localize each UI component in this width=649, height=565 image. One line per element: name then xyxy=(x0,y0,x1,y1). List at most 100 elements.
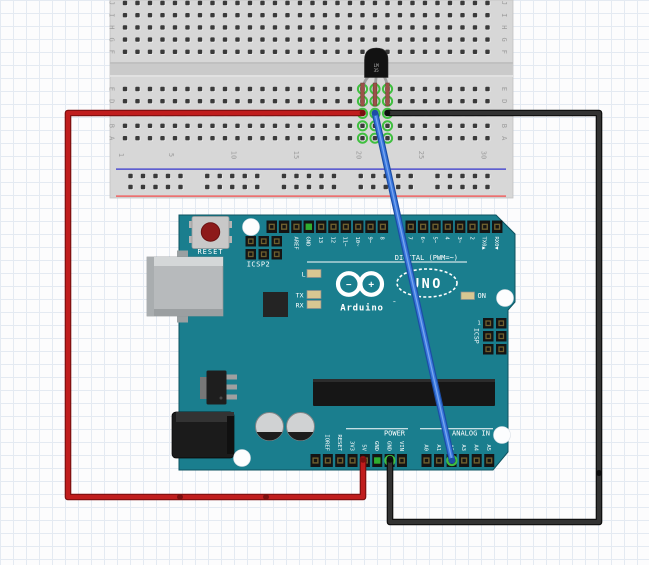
icsp-header[interactable] xyxy=(483,318,507,355)
icsp-pin[interactable] xyxy=(496,344,507,355)
bb-label: 15 xyxy=(292,151,300,159)
pin-label: IOREF xyxy=(324,434,330,451)
wire-signal-blue[interactable] xyxy=(371,109,456,464)
icsp-pin[interactable] xyxy=(483,331,494,342)
bb-label: 20 xyxy=(355,151,363,159)
icsp2-pin[interactable] xyxy=(271,249,283,260)
pin-label: 7 xyxy=(407,237,413,240)
analog-A1[interactable]: A1 xyxy=(434,444,445,467)
pin-label: A4 xyxy=(473,444,479,451)
digital-2[interactable]: 2 xyxy=(467,220,478,240)
icsp2-pin[interactable] xyxy=(258,236,270,247)
reset-button[interactable] xyxy=(189,216,232,249)
analog-A4[interactable]: A4 xyxy=(471,444,482,467)
component-chip xyxy=(263,292,288,317)
capacitor xyxy=(286,412,315,441)
digital-12[interactable]: 12 xyxy=(328,220,339,244)
bb-label: J xyxy=(500,1,508,5)
digital-pin1[interactable] xyxy=(278,220,290,234)
breadboard-holes[interactable] xyxy=(122,0,491,190)
logo-plus: + xyxy=(368,280,374,291)
digital-6[interactable]: 6~ xyxy=(417,220,429,244)
bb-label: I xyxy=(108,13,116,17)
mounting-hole xyxy=(242,218,260,236)
icsp2-pin[interactable] xyxy=(258,249,270,260)
lm35-body xyxy=(364,47,389,78)
digital-10[interactable]: 10~ xyxy=(352,220,364,248)
microcontroller-chip xyxy=(313,379,495,406)
pin-label: 5~ xyxy=(431,237,437,244)
bb-label: E xyxy=(108,87,116,91)
digital-11[interactable]: 11~ xyxy=(340,220,352,248)
arduino-uno[interactable]: RESET ICSP2 1 ICSP DIGITAL (PWM=~) POWER… xyxy=(146,214,516,471)
power-RESET[interactable]: RESET xyxy=(335,434,346,467)
bb-label: 5 xyxy=(167,153,175,157)
breadboard-channel xyxy=(110,62,513,77)
bb-label: B xyxy=(108,124,116,128)
pin-label: 5V xyxy=(361,444,367,451)
lm35-sensor[interactable]: LM 35 xyxy=(360,47,390,107)
digital-5[interactable]: 5~ xyxy=(430,220,441,244)
wire-end[interactable] xyxy=(387,457,393,463)
power-3V3[interactable]: 3V3 xyxy=(347,441,358,467)
digital-3[interactable]: 3~ xyxy=(454,220,466,244)
wire-end[interactable] xyxy=(359,110,366,116)
digital-8[interactable]: 8 xyxy=(377,220,389,240)
digital-RX0[interactable]: RX0▼ xyxy=(491,220,503,251)
bb-label: G xyxy=(108,37,116,41)
power-pin0[interactable] xyxy=(310,454,321,467)
icsp2-pin[interactable] xyxy=(245,249,257,260)
bb-label: D xyxy=(108,99,116,103)
digital-7[interactable]: 7 xyxy=(405,220,417,240)
digital-pin0[interactable] xyxy=(266,220,278,234)
rail-line-blue xyxy=(116,168,506,170)
pin-label: 11~ xyxy=(342,237,348,248)
wire-joint[interactable] xyxy=(177,494,183,500)
wire-end[interactable] xyxy=(360,457,366,463)
digital-4[interactable]: 4 xyxy=(442,220,454,241)
logo-minus: − xyxy=(346,280,352,290)
digital-GND[interactable]: GND xyxy=(303,220,315,247)
power-GND[interactable]: GND xyxy=(372,441,383,467)
icsp-pin[interactable] xyxy=(496,318,507,329)
icsp-pin[interactable] xyxy=(483,344,494,355)
icsp2-pin[interactable] xyxy=(245,236,257,247)
pin-label: A1 xyxy=(435,444,441,451)
wire-5v-red[interactable] xyxy=(64,109,367,501)
reset-label: RESET xyxy=(197,248,223,256)
analog-A5[interactable]: A5 xyxy=(484,444,495,467)
icsp-pin[interactable] xyxy=(483,318,494,329)
analog-A0[interactable]: A0 xyxy=(421,444,432,467)
icsp-label: ICSP xyxy=(473,328,481,344)
digital-13[interactable]: 13 xyxy=(315,220,327,244)
digital-TX0[interactable]: TX0▲ xyxy=(479,220,491,251)
rail-line-red xyxy=(116,195,506,197)
icsp2-pin[interactable] xyxy=(271,236,283,247)
power-VIN[interactable]: VIN xyxy=(396,441,407,467)
wire-joint[interactable] xyxy=(263,494,269,500)
digital-AREF[interactable]: AREF xyxy=(291,220,302,250)
bb-label: F xyxy=(500,50,508,54)
pin-label: RESET xyxy=(336,434,342,451)
power-IOREF[interactable]: IOREF xyxy=(322,434,333,467)
wire-gnd-black[interactable] xyxy=(384,109,603,526)
icsp2-header[interactable] xyxy=(245,236,283,260)
wire-end[interactable] xyxy=(372,110,378,116)
wire-joint[interactable] xyxy=(596,470,602,476)
icsp-pin1-label: 1 xyxy=(477,321,480,327)
analog-A3[interactable]: A3 xyxy=(459,444,470,467)
pin-label: 10~ xyxy=(354,237,360,248)
mounting-hole xyxy=(233,449,251,467)
bb-label: H xyxy=(108,25,116,29)
digital-9[interactable]: 9~ xyxy=(365,220,376,244)
pin-label: TX0▲ xyxy=(481,237,487,251)
wire-end[interactable] xyxy=(449,457,455,464)
bb-label: B xyxy=(500,124,508,128)
led-tx xyxy=(306,290,322,299)
icsp2-label: ICSP2 xyxy=(247,261,271,269)
wire-end[interactable] xyxy=(384,110,391,116)
icsp-pin[interactable] xyxy=(496,331,507,342)
